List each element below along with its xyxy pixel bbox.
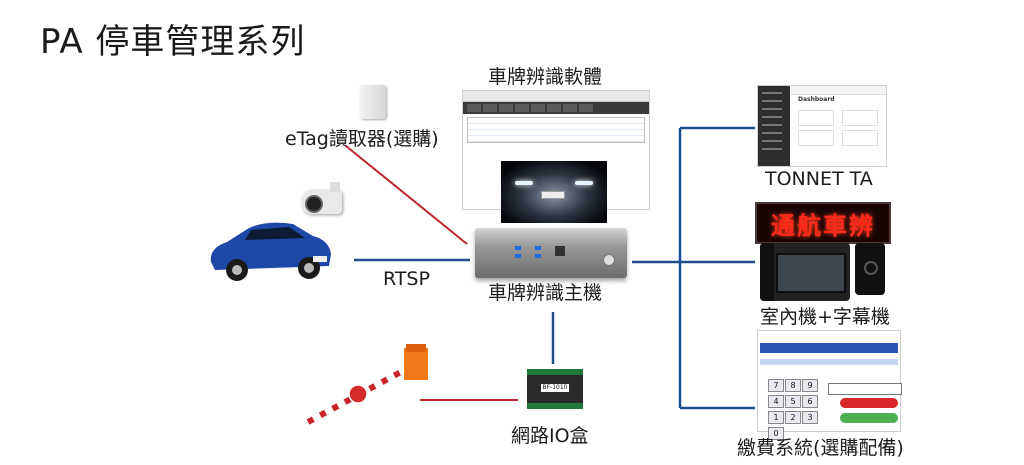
camera-icon [302, 182, 342, 214]
software-record-table [467, 117, 645, 143]
payment-kiosk-screenshot: 7 8 9 4 5 6 1 2 3 0 [757, 330, 902, 440]
tonnet-card [798, 110, 834, 126]
line-reader-host [345, 145, 468, 245]
io-model-tag: BF-1010 [541, 384, 569, 392]
tonnet-label: TONNET TA [765, 168, 873, 190]
tonnet-card [798, 130, 834, 146]
door-phone-icon [855, 243, 885, 295]
keypad-key: 0 [768, 427, 784, 440]
payment-button [840, 398, 898, 408]
barrier-gate-icon [306, 344, 428, 425]
tonnet-header [790, 86, 886, 95]
host-label: 車牌辨識主機 [488, 282, 603, 304]
payment-info-bar [760, 359, 898, 365]
recognition-host-icon [475, 228, 627, 278]
software-title-bar [463, 91, 649, 102]
keypad-key: 5 [785, 395, 801, 408]
etag-reader-label: eTag讀取器(選購) [285, 128, 439, 150]
software-label: 車牌辨識軟體 [488, 66, 603, 88]
keypad-key: 9 [802, 379, 818, 392]
tonnet-dashboard-screenshot: Dashboard [757, 85, 887, 167]
tonnet-card [842, 110, 878, 126]
keypad-key: 6 [802, 395, 818, 408]
keypad-key: 8 [785, 379, 801, 392]
indoor-unit-icon [760, 243, 850, 301]
payment-steps-bar [760, 343, 898, 353]
software-screenshot [462, 90, 650, 223]
network-io-box-icon: BF-1010 [527, 369, 583, 409]
payment-button [840, 413, 898, 423]
led-sign: 通航車辨 [755, 202, 891, 244]
software-toolbar [463, 102, 649, 114]
payment-label: 繳費系統(選購配備) [737, 437, 904, 459]
tonnet-card [842, 130, 878, 146]
payment-header [758, 331, 900, 343]
keypad-key: 2 [785, 411, 801, 424]
io-label: 網路IO盒 [511, 425, 589, 447]
tonnet-dashboard-title: Dashboard [798, 96, 835, 103]
car-front-image [501, 161, 607, 223]
keypad-key: 4 [768, 395, 784, 408]
tonnet-sidebar [758, 86, 790, 166]
keypad-key: 1 [768, 411, 784, 424]
keypad-key: 3 [802, 411, 818, 424]
keypad-key: 7 [768, 379, 784, 392]
rtsp-label: RTSP [383, 268, 430, 290]
page-title: PA 停車管理系列 [40, 22, 306, 62]
car-icon [210, 222, 331, 281]
plate-input-box [828, 383, 902, 395]
etag-reader-icon [360, 85, 386, 119]
indoor-label: 室內機+字幕機 [760, 306, 890, 328]
payment-keypad: 7 8 9 4 5 6 1 2 3 0 [768, 379, 818, 440]
